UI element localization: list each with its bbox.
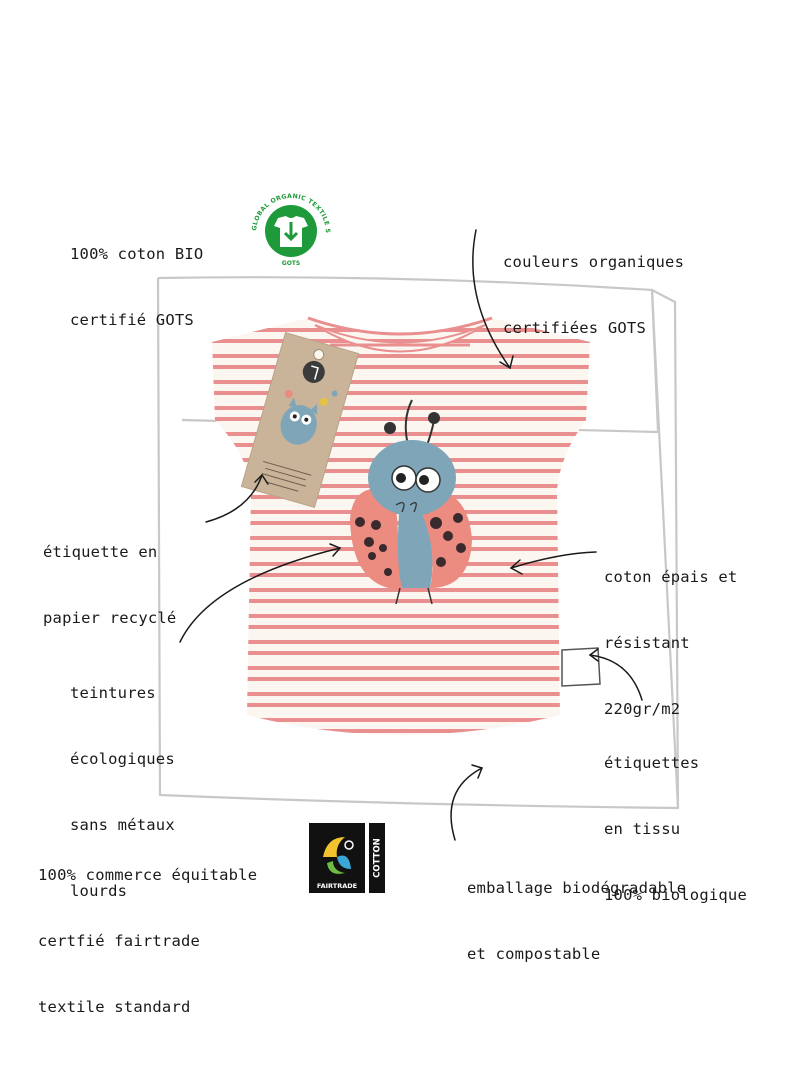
label-organic-cotton-line-2: certifié GOTS	[70, 311, 194, 329]
arrow-tag	[205, 473, 269, 523]
label-organic-colors-line-2: certifiées GOTS	[503, 319, 646, 337]
label-eco-dyes: teintures écologiques sans métaux lourds	[70, 638, 175, 924]
label-thick-cotton-line-1: coton épais et	[604, 568, 738, 586]
label-fabric-labels: étiquettes en tissu 100% biologique	[604, 708, 747, 928]
label-recycled-tag-line-2: papier recyclé	[43, 609, 177, 627]
label-fabric-labels-line-2: en tissu	[604, 820, 681, 838]
fairtrade-side-text: COTTON	[373, 838, 383, 878]
label-fabric-labels-line-3: 100% biologique	[604, 886, 747, 904]
arrow-dyes	[179, 543, 342, 643]
fabric-label-patch	[561, 647, 601, 687]
hang-tag	[240, 332, 360, 508]
arrow-thick-cotton	[509, 551, 597, 575]
label-organic-cotton: 100% coton BIO certifié GOTS	[70, 199, 203, 353]
label-fairtrade-line-1: 100% commerce équitable	[38, 866, 258, 884]
label-thick-cotton-line-2: résistant	[604, 634, 690, 652]
label-fabric-labels-line-1: étiquettes	[604, 754, 700, 772]
fairtrade-cotton-logo: FAIRTRADE COTTON	[309, 823, 385, 893]
label-packaging: emballage biodégradable et compostable	[467, 833, 686, 987]
label-eco-dyes-line-3: sans métaux	[70, 816, 175, 834]
arrow-colors	[472, 229, 514, 370]
gots-bottom-text: GOTS	[282, 260, 300, 267]
label-thick-cotton-line-3: 220gr/m2	[604, 700, 681, 718]
label-packaging-line-2: et compostable	[467, 945, 601, 963]
arrow-fabric-labels	[588, 648, 643, 701]
label-organic-colors-line-1: couleurs organiques	[503, 253, 685, 271]
label-packaging-line-1: emballage biodégradable	[467, 879, 687, 897]
ladybug-illustration	[350, 399, 472, 605]
label-thick-cotton: coton épais et résistant 220gr/m2	[604, 522, 737, 742]
gots-certification-logo: GLOBAL ORGANIC TEXTILE STANDARD GOTS	[244, 187, 331, 267]
label-recycled-tag-line-1: étiquette en	[43, 543, 158, 561]
label-eco-dyes-line-1: teintures	[70, 684, 156, 702]
label-organic-cotton-line-1: 100% coton BIO	[70, 245, 204, 263]
fairtrade-label: FAIRTRADE	[317, 882, 357, 890]
label-organic-colors: couleurs organiques certifiées GOTS	[503, 207, 684, 361]
label-fairtrade: 100% commerce équitable certfié fairtrad…	[38, 820, 257, 1040]
label-fairtrade-line-2: certfié fairtrade	[38, 932, 201, 950]
label-eco-dyes-line-2: écologiques	[70, 750, 175, 768]
label-recycled-tag: étiquette en papier recyclé	[43, 497, 176, 651]
label-fairtrade-line-3: textile standard	[38, 998, 191, 1016]
arrow-packaging	[450, 764, 484, 841]
label-eco-dyes-line-4: lourds	[70, 882, 128, 900]
